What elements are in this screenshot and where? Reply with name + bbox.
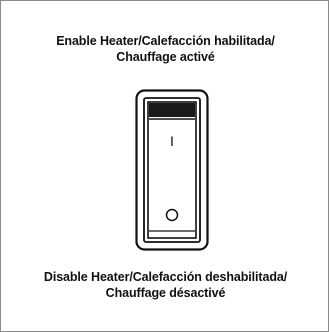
switch-rocker-shadow [149, 103, 195, 117]
disable-heater-caption-line2: Chauffage désactivé [105, 286, 226, 300]
switch-rocker [147, 101, 197, 239]
disable-heater-caption: Disable Heater/Calefacción deshabilitada… [1, 269, 329, 301]
disable-heater-caption-line1: Disable Heater/Calefacción deshabilitada… [43, 270, 288, 284]
switch-on-symbol: I [170, 133, 174, 149]
enable-heater-caption-line1: Enable Heater/Calefacción habilitada/ [56, 34, 275, 48]
rocker-switch: I [135, 89, 209, 251]
enable-heater-caption-line2: Chauffage activé [116, 50, 215, 64]
switch-off-symbol-icon [165, 208, 179, 222]
enable-heater-caption: Enable Heater/Calefacción habilitada/ Ch… [1, 33, 329, 65]
